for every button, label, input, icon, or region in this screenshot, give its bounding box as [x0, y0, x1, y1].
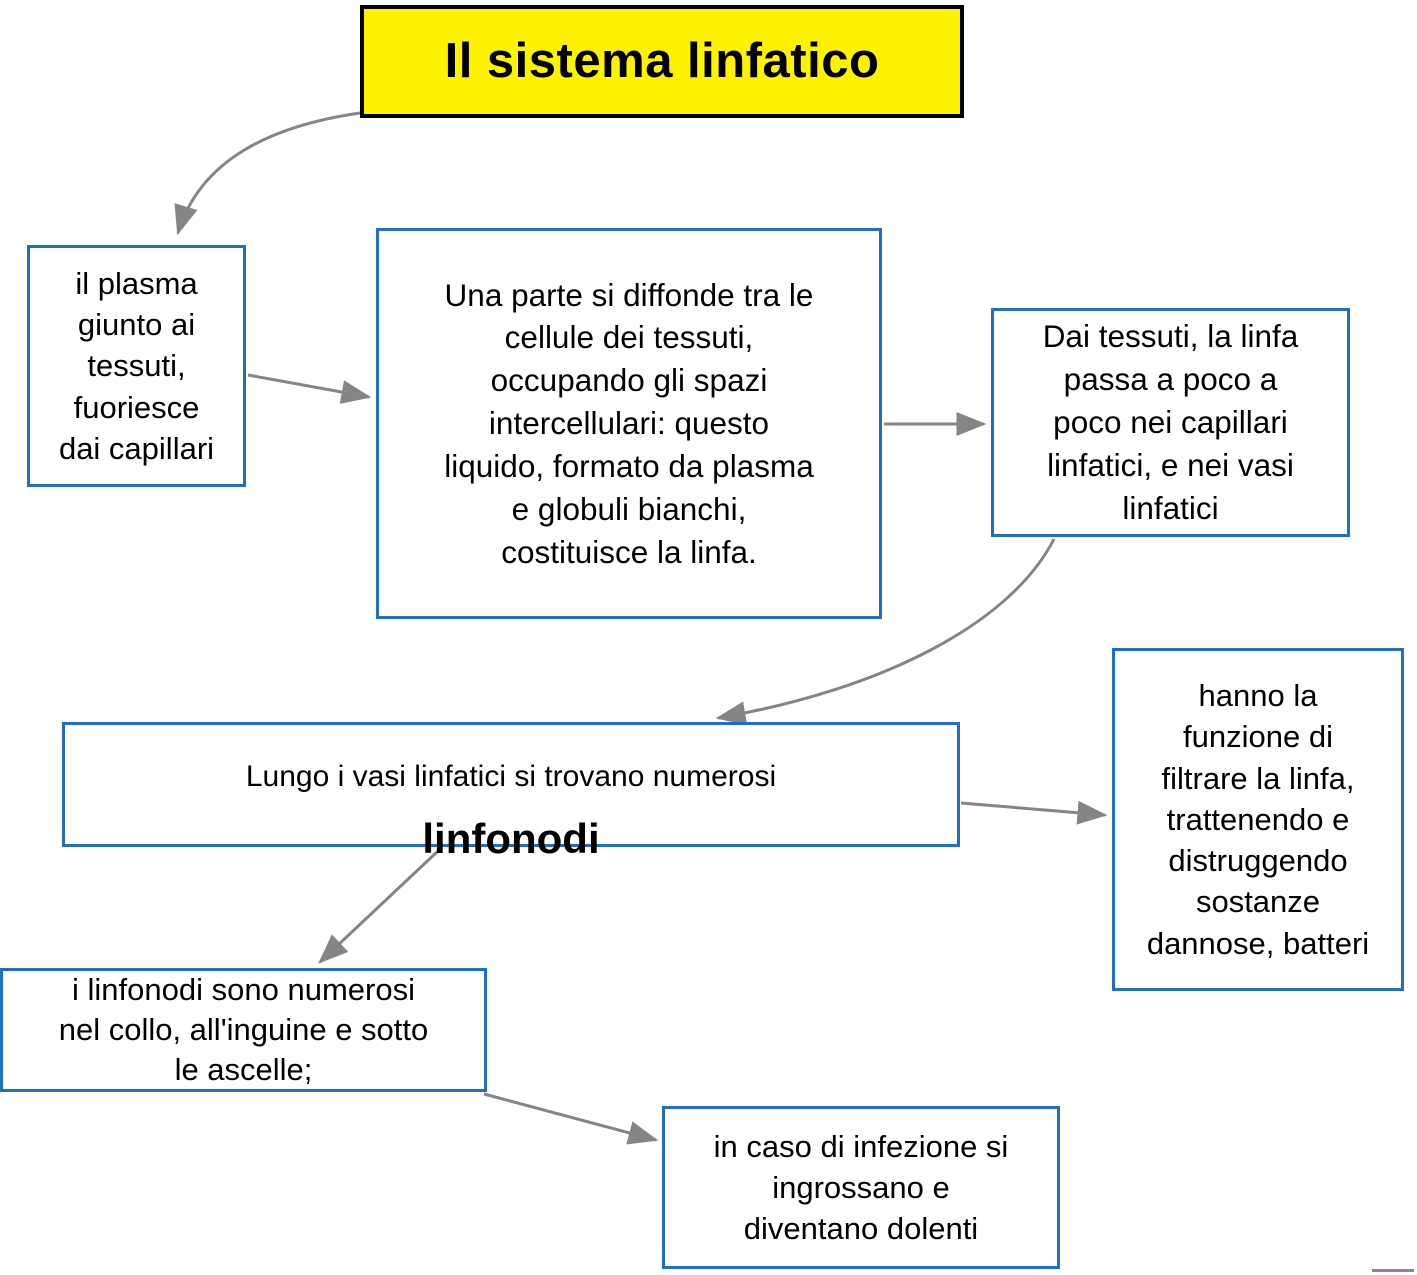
- node-linfonodi: Lungo i vasi linfatici si trovano numero…: [62, 722, 960, 862]
- page-title: Il sistema linfatico: [444, 33, 880, 88]
- node-linfonodi-sedi-text: i linfonodi sono numerosi nel collo, all…: [58, 971, 429, 1088]
- node-hanno-funzione-text: hanno la funzione di filtrare la linfa, …: [1146, 678, 1370, 961]
- node-hanno-funzione: hanno la funzione di filtrare la linfa, …: [1112, 648, 1404, 991]
- node-una-parte: Una parte si diffonde tra le cellule dei…: [376, 228, 882, 619]
- node-linfonodi-block: Lungo i vasi linfatici si trovano numero…: [65, 741, 957, 884]
- diagram-title-box: Il sistema linfatico: [360, 5, 964, 118]
- node-dai-tessuti-text: Dai tessuti, la linfa passa a poco a poc…: [1042, 318, 1299, 526]
- edge-title-to-plasma: [174, 111, 361, 236]
- node-plasma: il plasma giunto ai tessuti, fuoriesce d…: [27, 245, 246, 487]
- node-linfonodi-keyword: linfonodi: [422, 815, 600, 862]
- node-linfonodi-sedi: i linfonodi sono numerosi nel collo, all…: [0, 968, 487, 1092]
- node-una-parte-text: Una parte si diffonde tra le cellule dei…: [444, 276, 814, 570]
- node-plasma-text: il plasma giunto ai tessuti, fuoriesce d…: [58, 265, 215, 466]
- node-dai-tessuti: Dai tessuti, la linfa passa a poco a poc…: [991, 308, 1350, 537]
- edge-linfonodi-to-hanno: [960, 800, 1108, 825]
- edge-plasma-to-parte: [247, 373, 372, 404]
- edge-collo-to-infezione: [483, 1092, 659, 1145]
- bottom-right-line-artifact: [1372, 1269, 1414, 1272]
- node-infezione-text: in caso di infezione si ingrossano e div…: [713, 1128, 1009, 1247]
- node-infezione: in caso di infezione si ingrossano e div…: [662, 1106, 1060, 1269]
- node-linfonodi-caption: Lungo i vasi linfatici si trovano numero…: [245, 760, 777, 793]
